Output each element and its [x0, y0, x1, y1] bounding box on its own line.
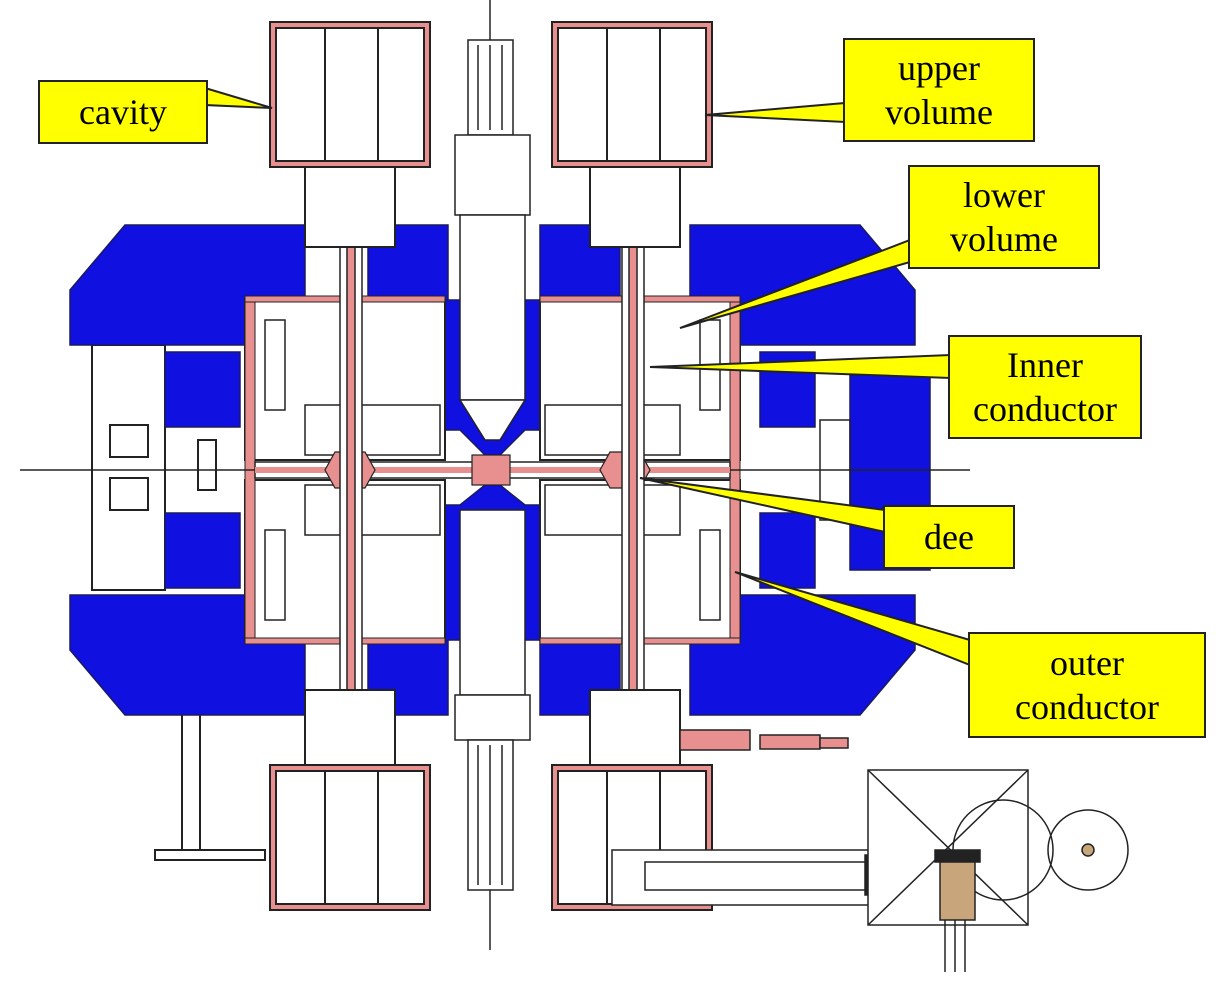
- callout-upper-volume-line-1: upper: [898, 48, 980, 88]
- callout-lower-volume-line-1: lower: [963, 175, 1045, 215]
- yoke-left-pole-upper: [164, 351, 241, 428]
- yoke-right-pole-lower: [759, 512, 816, 589]
- callout-upper-volume-line-2: volume: [885, 92, 993, 132]
- callout-cavity: cavity: [38, 80, 208, 144]
- left-stand: [154, 715, 266, 861]
- callout-inner-conductor-line-2: conductor: [973, 389, 1117, 429]
- callout-dee-line-1: dee: [924, 517, 974, 557]
- callout-lower-volume: lower volume: [908, 165, 1100, 269]
- callout-lower-volume-line-2: volume: [950, 219, 1058, 259]
- callout-inner-conductor-line-1: Inner: [1007, 345, 1083, 385]
- callout-outer-conductor-line-1: outer: [1050, 643, 1124, 683]
- callout-inner-conductor: Inner conductor: [948, 335, 1142, 439]
- central-probe: [454, 0, 531, 950]
- callout-dee: dee: [883, 505, 1015, 569]
- callout-cavity-line-1: cavity: [79, 92, 167, 132]
- callout-upper-volume: upper volume: [843, 38, 1035, 142]
- callout-outer-conductor: outer conductor: [968, 632, 1206, 738]
- callout-outer-conductor-line-2: conductor: [1015, 687, 1159, 727]
- yoke-left-pole-lower: [164, 512, 241, 589]
- rf-amplifier-assembly: [611, 729, 1129, 972]
- inner-conductor-stems: [339, 159, 645, 781]
- volume-boxes: [269, 21, 713, 911]
